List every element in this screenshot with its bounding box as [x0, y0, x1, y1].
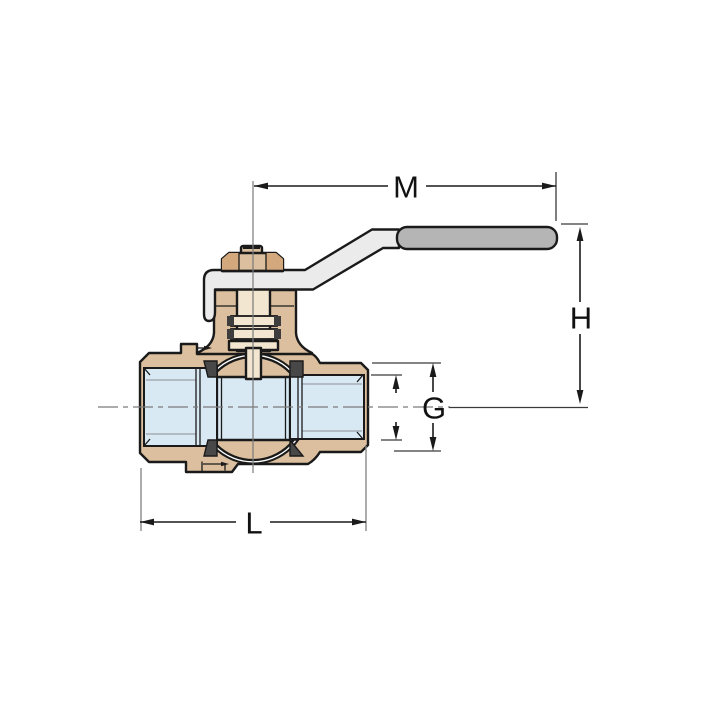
bonnet-joint-indicator	[197, 345, 212, 351]
dimension-H: H	[449, 223, 592, 409]
dimension-label-m: M	[393, 170, 419, 205]
ball-seats	[203, 360, 305, 457]
dimension-bore	[371, 374, 402, 441]
dimension-M: M	[254, 170, 557, 221]
centerlines	[98, 181, 450, 473]
handle-lever	[202, 228, 401, 323]
hex-nut-right-facet	[266, 253, 283, 271]
dimension-label-h: H	[570, 301, 592, 336]
hex-nut-left-facet	[222, 253, 239, 271]
stem-seals	[227, 316, 281, 339]
dimension-G: G	[372, 362, 446, 452]
dimension-label-g: G	[422, 391, 446, 426]
bottom-insert-joint	[201, 461, 229, 471]
handle-grip	[395, 225, 559, 251]
dimension-label-l: L	[245, 506, 262, 541]
dimension-L: L	[140, 446, 367, 541]
handle-group	[202, 225, 559, 323]
